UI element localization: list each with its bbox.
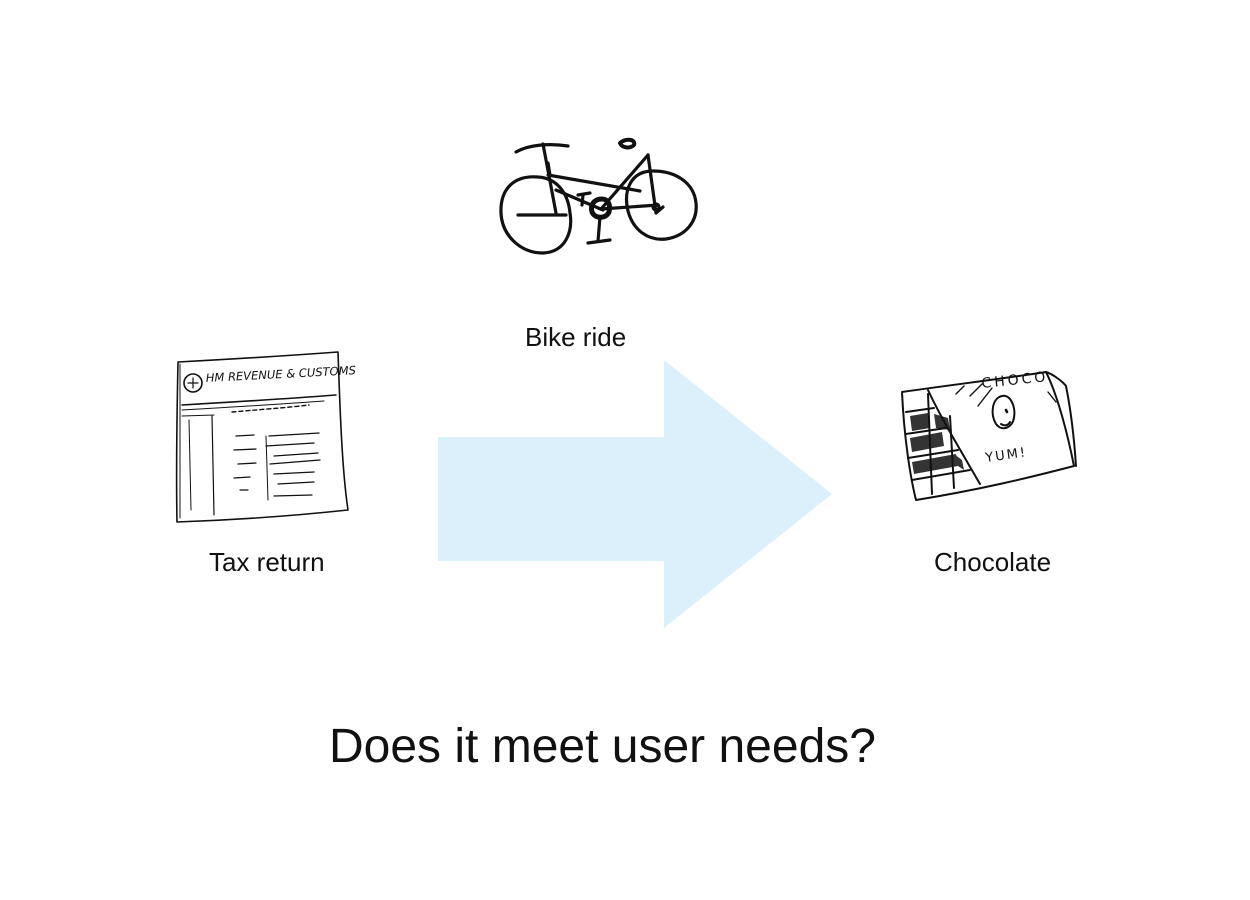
right-arrow-icon (438, 360, 832, 628)
chocolate-wrapper-top-text: CHOCO (981, 369, 1049, 392)
slide-question: Does it meet user needs? (329, 720, 876, 773)
tax-form-sketch-icon: HM REVENUE & CUSTOMS (175, 351, 356, 523)
chocolate-label: Chocolate (934, 547, 1052, 577)
chocolate-wrapper-bottom-text: YUM! (983, 445, 1028, 466)
tax-form-header-text: HM REVENUE & CUSTOMS (205, 363, 356, 385)
bicycle-sketch-icon (499, 137, 698, 255)
bike-ride-label: Bike ride (525, 322, 627, 352)
chocolate-bar-sketch-icon: CHOCO YUM! (901, 369, 1077, 501)
tax-return-label: Tax return (209, 547, 325, 577)
